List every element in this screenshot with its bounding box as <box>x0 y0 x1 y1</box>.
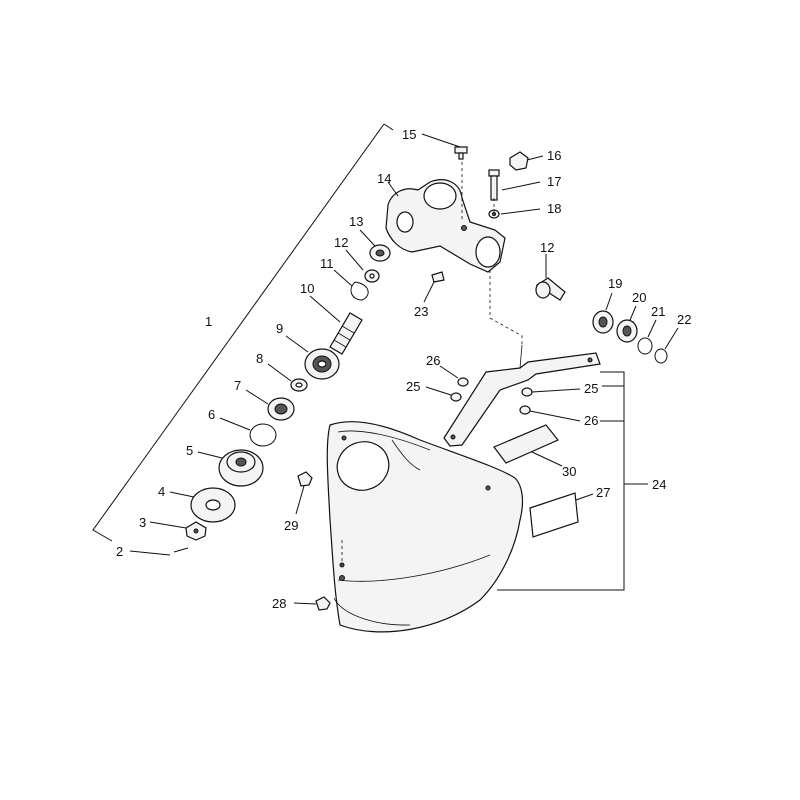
washer-23-icon <box>431 271 445 283</box>
label-20: 20 <box>632 290 646 305</box>
gear-case <box>385 179 506 273</box>
screw-15-icon <box>454 146 468 160</box>
label-4: 4 <box>158 484 165 499</box>
label-16: 16 <box>547 148 561 163</box>
label-3: 3 <box>139 515 146 530</box>
assembly-bracket-1 <box>92 123 394 542</box>
label-19: 19 <box>608 276 622 291</box>
holder-5-icon <box>218 449 264 487</box>
label-5: 5 <box>186 443 193 458</box>
bearing-9-icon <box>304 348 340 380</box>
label-18: 18 <box>547 201 561 216</box>
bolt-28-icon <box>315 596 331 611</box>
label-13: 13 <box>349 214 363 229</box>
label-15: 15 <box>402 127 416 142</box>
washer-12-icon <box>364 269 380 283</box>
nut-3-icon <box>185 521 207 541</box>
leader-lines <box>129 133 679 605</box>
blade-guard <box>326 421 524 633</box>
circlip-21-icon <box>637 337 653 355</box>
label-12-left: 12 <box>334 235 348 250</box>
label-26-top: 26 <box>426 353 440 368</box>
label-22: 22 <box>677 312 691 327</box>
label-26-right: 26 <box>584 413 598 428</box>
spacer-8-icon <box>290 378 308 392</box>
bolt-29-icon <box>297 471 313 487</box>
bolt-17-icon <box>488 169 500 201</box>
ring-6-icon <box>249 423 277 447</box>
circlip-11-icon <box>350 281 369 301</box>
label-24: 24 <box>652 477 666 492</box>
label-14: 14 <box>377 171 391 186</box>
label-23: 23 <box>414 304 428 319</box>
washer-25-icon <box>450 387 533 402</box>
decal-30-icon <box>493 424 559 464</box>
gear-shaft-12-icon <box>535 277 566 301</box>
label-7: 7 <box>234 378 241 393</box>
gear-shaft-10-icon <box>329 312 363 355</box>
label-29: 29 <box>284 518 298 533</box>
label-27: 27 <box>596 485 610 500</box>
label-25-left: 25 <box>406 379 420 394</box>
label-6: 6 <box>208 407 215 422</box>
bearing-20-icon <box>616 319 638 343</box>
label-28: 28 <box>272 596 286 611</box>
decal-27-icon <box>529 492 579 538</box>
callout-labels: 15 16 17 18 14 13 12 11 10 9 8 7 6 5 4 3… <box>116 127 691 611</box>
bearing-13-icon <box>369 244 391 262</box>
label-2: 2 <box>116 544 123 559</box>
parts-icons <box>173 146 668 611</box>
label-10: 10 <box>300 281 314 296</box>
label-21: 21 <box>651 304 665 319</box>
ring-22-icon <box>654 348 668 364</box>
nut-16-icon <box>509 151 529 171</box>
label-25-right: 25 <box>584 381 598 396</box>
guard-mounting-bracket <box>443 344 601 447</box>
bearing-19-icon <box>592 310 614 334</box>
label-9: 9 <box>276 321 283 336</box>
pin-2-icon <box>173 547 189 553</box>
label-11: 11 <box>320 256 334 271</box>
label-30: 30 <box>562 464 576 479</box>
nut-26-icon <box>457 377 531 415</box>
label-17: 17 <box>547 174 561 189</box>
label-1: 1 <box>205 314 212 329</box>
plate-4-icon <box>190 487 236 523</box>
bearing-7-icon <box>267 397 295 421</box>
label-8: 8 <box>256 351 263 366</box>
label-12-right: 12 <box>540 240 554 255</box>
